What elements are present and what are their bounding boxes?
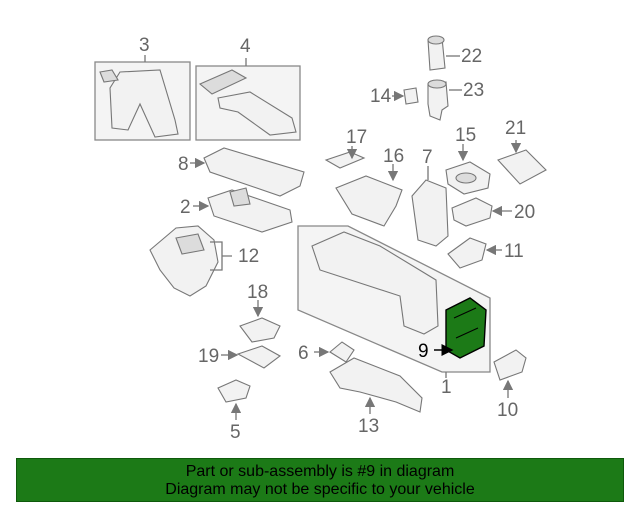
part-7-group: 7 [411,147,449,247]
notice-banner: Part or sub-assembly is #9 in diagram Di… [16,458,624,502]
part-11-group: 11 [447,237,524,269]
banner-line-2: Diagram may not be specific to your vehi… [165,481,475,498]
banner-line-1: Part or sub-assembly is #9 in diagram [185,463,455,480]
callout-17[interactable]: 17 [346,127,367,148]
part-17-shape [324,151,366,169]
callout-7[interactable]: 7 [422,147,433,168]
callout-12[interactable]: 12 [238,246,259,267]
callout-10[interactable]: 10 [497,400,518,421]
callout-15[interactable]: 15 [455,125,476,146]
part-3-group: 3 [94,35,191,141]
callout-22[interactable]: 22 [461,46,482,67]
part-10-group: 10 [493,349,527,421]
part-3-clip [99,69,119,83]
callout-9[interactable]: 9 [418,341,429,362]
part-2-group: 2 [180,187,293,233]
part-15-group: 15 [445,125,491,195]
part-21-group: 21 [497,118,547,185]
callout-16[interactable]: 16 [383,146,404,167]
part-5-group: 5 [217,379,251,443]
callout-13[interactable]: 13 [358,416,379,437]
part-23-shape [427,81,449,121]
part-16-group: 16 [335,146,404,227]
part-8-shape [203,147,305,197]
part-13-group: 13 [329,357,423,437]
part-14-shape [403,87,419,105]
part-19-shape [236,345,282,369]
callout-5[interactable]: 5 [230,422,241,443]
part-6-shape [329,341,355,363]
part-19-group: 19 [198,345,282,369]
callout-11[interactable]: 11 [504,241,524,262]
callout-14[interactable]: 14 [370,86,392,107]
part-6-group: 6 [298,341,355,364]
part-4-shape [217,91,297,136]
part-8-group: 8 [178,147,305,197]
callout-23[interactable]: 23 [463,80,484,101]
part-13-shape [329,357,423,413]
callout-1[interactable]: 1 [441,377,452,398]
callout-20[interactable]: 20 [514,202,535,223]
part-18-group: 18 [239,282,281,343]
part-10-shape [493,349,527,381]
part-2-shape [207,189,293,233]
callout-2[interactable]: 2 [180,197,191,218]
part-1-group: 1 [297,225,491,398]
part-16-shape [335,175,403,227]
part-3-shape [109,69,179,138]
callout-19[interactable]: 19 [198,346,219,367]
part-21-shape [497,149,547,185]
part-11-shape [447,237,487,269]
part-9-group: 9 [418,297,487,362]
part-17-group: 17 [324,127,367,169]
part-12-group: 12 [149,225,259,297]
callout-6[interactable]: 6 [298,343,309,364]
callout-18[interactable]: 18 [247,282,268,303]
part-18-shape [239,317,281,343]
part-7-shape [411,179,449,247]
part-20-group: 20 [451,197,535,227]
part-4-insert [198,69,248,95]
parts-diagram: 3 4 22 23 14 8 2 12 [94,35,547,443]
callout-3[interactable]: 3 [139,35,150,56]
callout-8[interactable]: 8 [178,154,189,175]
part-22-23-14-group: 22 23 14 [370,35,484,121]
callout-4[interactable]: 4 [240,36,251,57]
part-4-group: 4 [195,36,301,141]
part-5-shape [217,379,251,403]
part-1-shape [311,231,439,335]
callout-21[interactable]: 21 [505,118,526,139]
part-20-shape [451,197,493,227]
